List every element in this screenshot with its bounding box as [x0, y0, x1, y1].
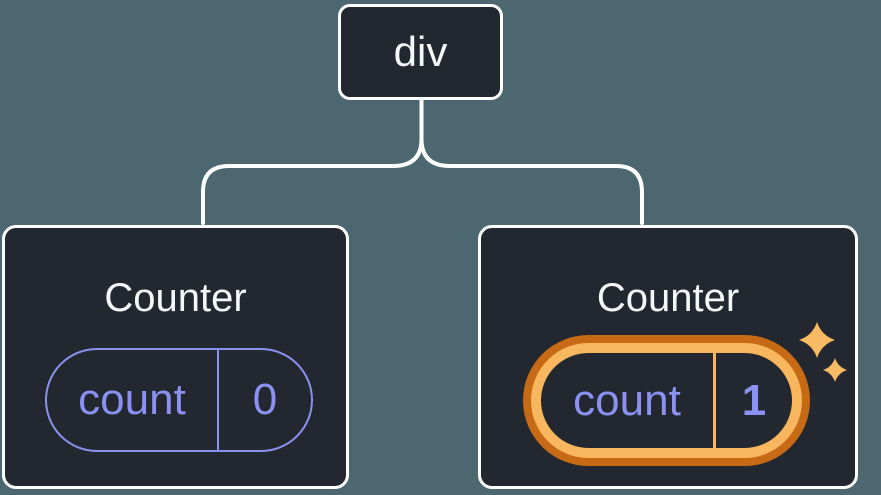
root-node-label: div [393, 28, 448, 75]
state-key-left: count [78, 375, 186, 424]
state-key-right: count [573, 375, 681, 425]
state-pill-left: count 0 [45, 348, 313, 452]
root-node-div: div [338, 4, 503, 100]
state-pill-highlight-ring: count 1 [523, 335, 810, 466]
counter-card-left: Counter count 0 [2, 225, 349, 489]
sparkle-large [799, 322, 835, 358]
state-value-right: 1 [741, 375, 767, 425]
component-title-left: Counter [104, 276, 247, 320]
sparkle-small [823, 358, 847, 382]
pill-divider-left [217, 350, 219, 450]
sparkles-icon [799, 322, 847, 382]
connector-branch-right [419, 137, 644, 225]
state-pill-right: count 1 [531, 343, 802, 458]
connector-branch-left [201, 137, 424, 225]
counter-card-right: Counter count 1 [478, 225, 858, 489]
state-value-left: 0 [252, 375, 278, 424]
pill-divider-right [713, 353, 716, 448]
component-title-right: Counter [596, 276, 740, 320]
